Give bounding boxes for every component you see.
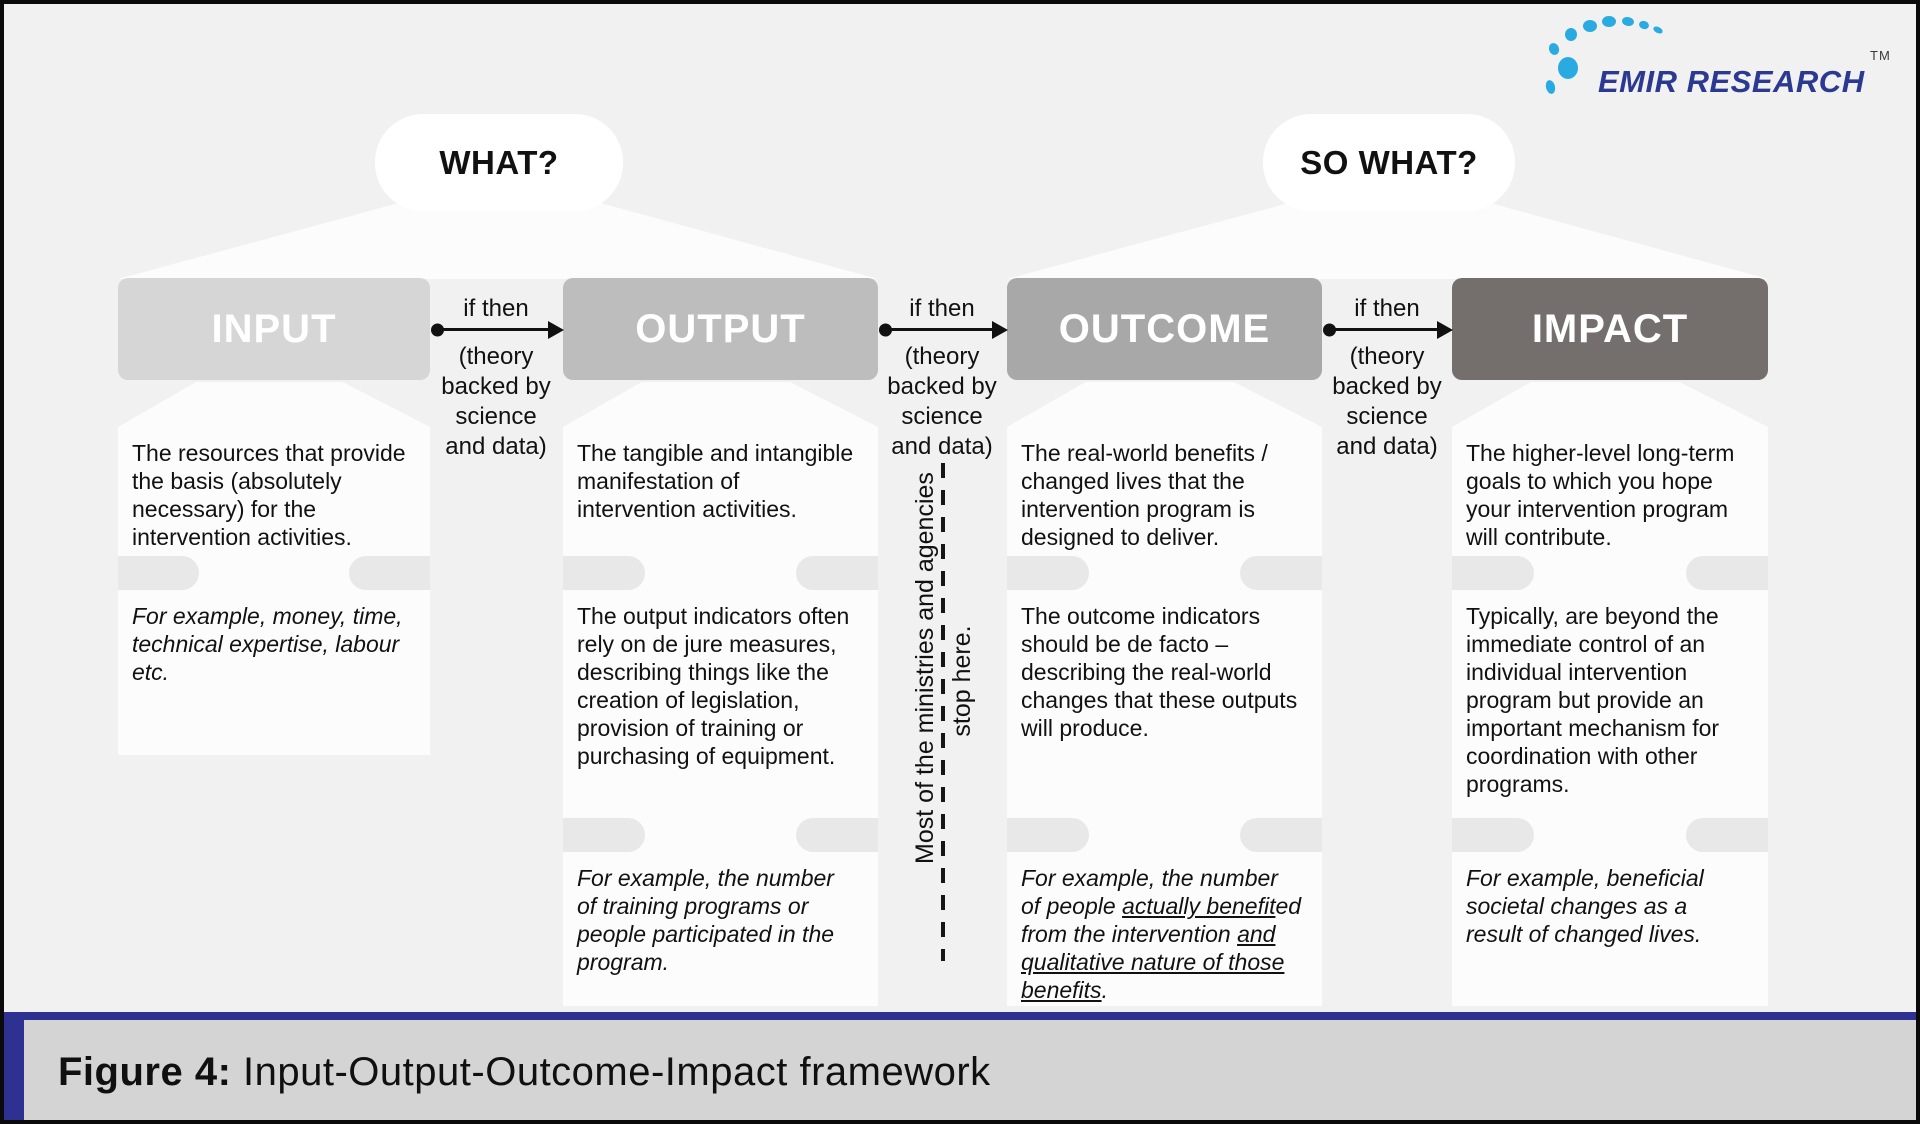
logo-dot (1652, 25, 1664, 35)
if-then-line: (theory (458, 343, 534, 370)
outcome-indicators: The outcome indicators should be de fact… (1007, 590, 1322, 818)
outcome-junction-2 (1007, 818, 1322, 852)
input-junction (118, 556, 430, 590)
impact-indicators: Typically, are beyond the immediate cont… (1452, 590, 1768, 818)
if-then-line: and data) (891, 433, 993, 460)
logo-brand-text: EMIR RESEARCH (1598, 64, 1865, 99)
outcome-junction-1 (1007, 556, 1322, 590)
logo-dot (1621, 16, 1635, 27)
if-then-line: science (455, 403, 537, 430)
impact-header-box: IMPACT (1452, 278, 1768, 380)
if-then-top: if then (1354, 295, 1420, 322)
if-then-line: science (1346, 403, 1428, 430)
so-what-funnel (1007, 203, 1768, 279)
stop-dashed-line (941, 463, 945, 961)
impact-description: The higher-level long-term goals to whic… (1452, 427, 1768, 556)
stop-note-line2: stop here. (948, 625, 976, 737)
if-then-line: science (901, 403, 983, 430)
input-roof (118, 382, 430, 427)
logo-trademark: TM (1870, 48, 1891, 63)
if-then-line: backed by (441, 373, 551, 400)
logo-dot (1602, 16, 1616, 27)
if-then-label-1: if then (theory backed by science and da… (421, 294, 571, 462)
figure-caption-label: Figure 4: (58, 1049, 232, 1094)
if-then-line: backed by (1332, 373, 1442, 400)
outcome-header-box: OUTCOME (1007, 278, 1322, 380)
if-then-line: and data) (1336, 433, 1438, 460)
footer-band: Figure 4: Input-Output-Outcome-Impact fr… (0, 1012, 1920, 1124)
emir-research-logo: EMIR RESEARCH TM (1538, 16, 1908, 116)
output-junction-2 (563, 818, 878, 852)
what-bubble: WHAT? (375, 114, 623, 211)
impact-example: For example, beneficial societal changes… (1452, 852, 1768, 1006)
outcome-example: For example, the number of people actual… (1007, 852, 1322, 1006)
what-funnel (118, 203, 878, 279)
logo-dot (1583, 20, 1597, 32)
if-then-line: (theory (904, 343, 980, 370)
impact-junction-2 (1452, 818, 1768, 852)
logo-dot (1558, 57, 1578, 79)
arrow-outcome-impact (1328, 328, 1445, 331)
if-then-top: if then (463, 295, 529, 322)
figure-caption-text: Input-Output-Outcome-Impact framework (231, 1049, 991, 1094)
impact-roof (1452, 382, 1768, 427)
logo-dot (1547, 41, 1561, 57)
figure-caption: Figure 4: Input-Output-Outcome-Impact fr… (58, 1050, 991, 1095)
if-then-top: if then (909, 295, 975, 322)
footer-panel: Figure 4: Input-Output-Outcome-Impact fr… (24, 1020, 1920, 1124)
logo-dot (1544, 79, 1557, 95)
outcome-roof (1007, 382, 1322, 427)
if-then-line: and data) (445, 433, 547, 460)
output-example: For example, the number of training prog… (563, 852, 878, 1006)
output-roof (563, 382, 878, 427)
output-description: The tangible and intangible manifestatio… (563, 427, 878, 556)
output-header-box: OUTPUT (563, 278, 878, 380)
so-what-bubble: SO WHAT? (1263, 114, 1515, 211)
arrow-output-outcome (884, 328, 1000, 331)
if-then-line: backed by (887, 373, 997, 400)
logo-dot (1637, 19, 1651, 31)
output-junction-1 (563, 556, 878, 590)
input-example: For example, money, time, technical expe… (118, 590, 430, 755)
input-header-box: INPUT (118, 278, 430, 380)
if-then-label-2: if then (theory backed by science and da… (867, 294, 1017, 462)
arrow-input-output (436, 328, 556, 331)
input-description: The resources that provide the basis (ab… (118, 427, 430, 556)
outcome-description: The real-world benefits / changed lives … (1007, 427, 1322, 556)
stop-note-line1: Most of the ministries and agencies (911, 472, 939, 864)
logo-dot (1565, 28, 1577, 41)
impact-junction-1 (1452, 556, 1768, 590)
output-indicators: The output indicators often rely on de j… (563, 590, 878, 818)
if-then-line: (theory (1349, 343, 1425, 370)
if-then-label-3: if then (theory backed by science and da… (1312, 294, 1462, 462)
